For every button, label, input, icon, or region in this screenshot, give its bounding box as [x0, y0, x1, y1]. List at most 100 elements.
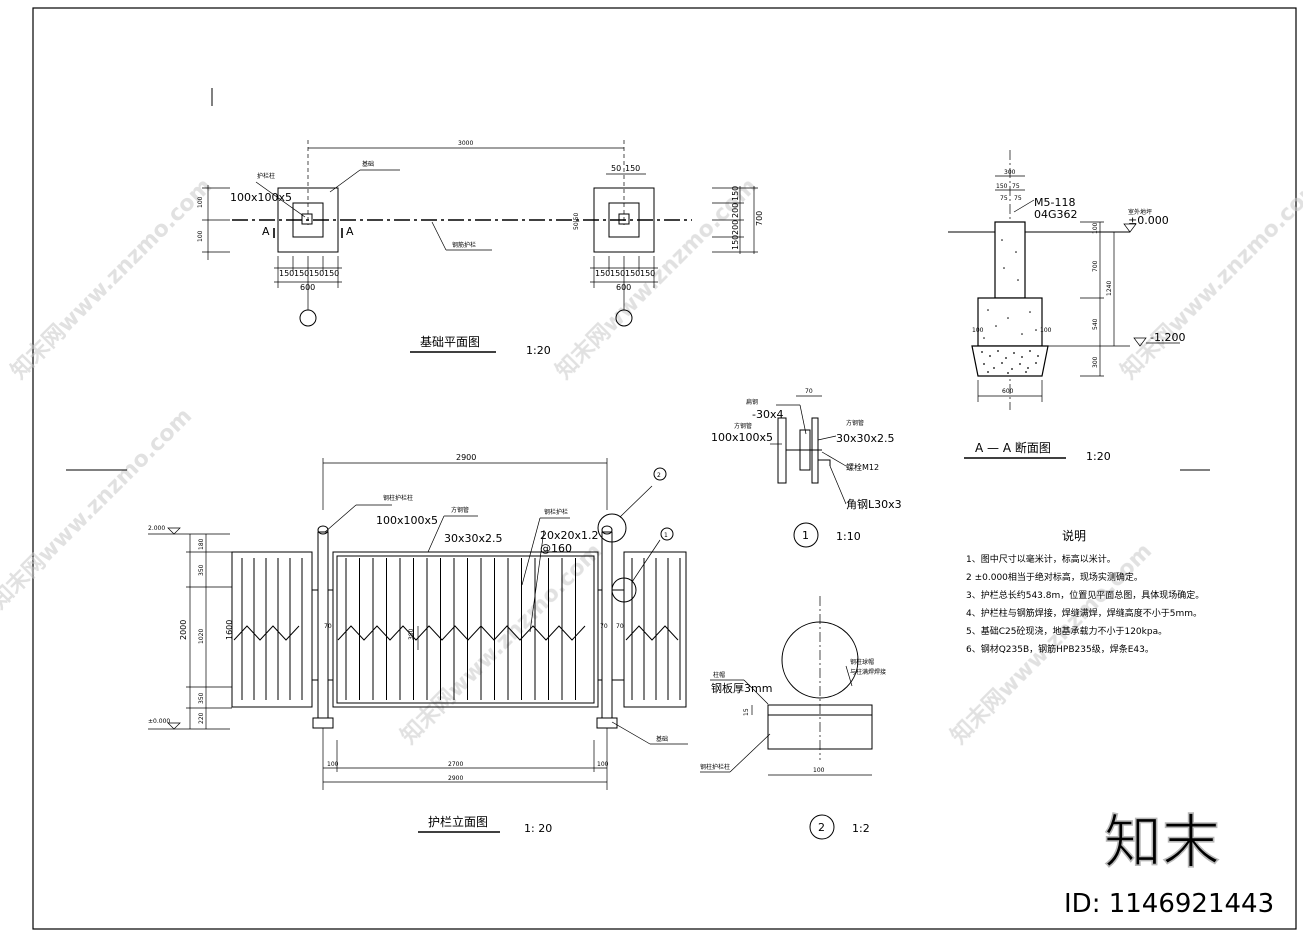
elev-left-dim: 180 [198, 538, 205, 550]
plan-dim-5050: 50|50 [573, 213, 580, 230]
notes-item: 2 ±0.000相当于绝对标高，现场实测确定。 [966, 571, 1143, 583]
d1-bolt-leader [821, 451, 847, 467]
elev-bar-leader2 [529, 529, 545, 633]
d2-post-leader [729, 733, 771, 773]
d1-angle [818, 459, 831, 466]
d1-rail-leader [817, 435, 837, 441]
elev-detail-1-bubble [660, 527, 674, 541]
elev-post-leader [324, 504, 357, 533]
plan-dim-150-top: 150 [625, 164, 640, 173]
d1-number-circle [793, 522, 819, 548]
elev-bar-spacing: @160 [540, 542, 572, 555]
d1-angle-leader [829, 465, 847, 505]
d2-cap-leader [743, 679, 769, 705]
plan-dim-150: 150 [625, 269, 640, 278]
elev-base-left [312, 717, 334, 729]
elev-mid-dim: 380 [408, 628, 415, 640]
elev-panel-right [623, 551, 687, 708]
elev-detail-1-num: 1 [664, 532, 668, 539]
d1-top-dim-label: 70 [805, 388, 813, 395]
plan-dim-50: 50 [611, 164, 621, 173]
elev-span-label: 2900 [456, 453, 476, 462]
elev-bottom-dim: 100 [597, 761, 609, 768]
plan-dim-150: 150 [309, 269, 324, 278]
elev-bars-main [345, 558, 576, 700]
section-elev-marker-top [1123, 223, 1137, 233]
elev-detail-2-leader [619, 485, 653, 518]
d1-flat-size: -30x4 [752, 408, 783, 421]
railing-elevation: 2900 2.000 ±0.000 180 350 1020 350 220 2… [66, 453, 1210, 835]
elev-bar-size: 20x20x1.2 [540, 529, 599, 542]
notes-item: 4、护栏柱与钢筋焊接，焊缝满焊，焊缝高度不小于5mm。 [966, 607, 1202, 619]
section-top-sub: 150 [996, 183, 1008, 190]
elev-panel-main-inner [336, 555, 595, 704]
plan-right-dim: 150 [731, 235, 740, 250]
elev-top-label: 2.000 [148, 525, 165, 532]
elev-rail-label: 方钢管 [451, 506, 469, 514]
section-elev-top: ±0.000 [1128, 214, 1169, 227]
section-top-sub: 75 [1014, 195, 1022, 202]
d2-post-label: 钢柱护栏柱 [700, 763, 730, 771]
plan-dim-150: 150 [610, 269, 625, 278]
elev-gap-dim: 70 [600, 623, 608, 630]
d2-ball [781, 621, 859, 699]
watermark-text: 知末网www.znzmo.com [1116, 173, 1303, 384]
d1-bolt-label: 螺栓M12 [846, 462, 879, 472]
d1-post-wall [777, 417, 787, 484]
elev-foundation-leader [611, 721, 651, 745]
elev-title: 护栏立面图 [428, 814, 488, 829]
elev-panel-left [231, 551, 313, 708]
d2-post [767, 714, 873, 750]
notes: 说明 1、图中尺寸以毫米计，标高以米计。 2 ±0.000相当于绝对标高，现场实… [966, 528, 1204, 655]
d2-number-circle [809, 814, 835, 840]
plan-left-dim: 100 [197, 230, 204, 242]
elev-total-dim: 2000 [179, 620, 188, 640]
watermark-text: 知末网www.znzmo.com [0, 403, 197, 614]
d2-ball-leader [845, 665, 853, 687]
section-right-dim: 300 [1092, 356, 1099, 368]
section-anchor-ref: 04G362 [1034, 208, 1078, 221]
d1-flat-leader [799, 404, 807, 435]
section-bottom-dim-label: 600 [1002, 388, 1014, 395]
elev-detail-1-leader [631, 539, 661, 583]
elev-scale: 1: 20 [524, 822, 552, 835]
plan-dim-150: 150 [324, 269, 339, 278]
elev-bars-right [631, 558, 681, 700]
elev-zigzag-main [337, 625, 586, 641]
elev-gap-dim: 70 [616, 623, 624, 630]
elev-bottom-total: 2900 [448, 775, 463, 782]
elev-zigzag-left [233, 625, 300, 641]
d2-side-dim: 15 [743, 708, 750, 716]
section-side-dim: 100 [972, 327, 984, 334]
plan-dim-150: 150 [294, 269, 309, 278]
d1-number: 1 [802, 529, 809, 542]
plan-post-label: 护栏柱 [257, 172, 275, 180]
brand-watermark-logo: 知末 [1104, 808, 1220, 876]
section-elev-bottom: -1.200 [1150, 331, 1185, 344]
elev-bottom-dim: 2700 [448, 761, 463, 768]
d2-bottom-dim-label: 100 [813, 767, 825, 774]
section-scale: 1:20 [1086, 450, 1111, 463]
watermark-text: 知末网www.znzmo.com [6, 173, 217, 384]
d2-cap-size: 钢板厚3mm [711, 681, 772, 695]
sheet-border [32, 7, 1297, 930]
section-top-sub: 75 [1012, 183, 1020, 190]
section-right-dim: 700 [1092, 260, 1099, 272]
elev-left-dim: 350 [198, 564, 205, 576]
elev-rail-leader [427, 515, 445, 553]
section-right-dim: 100 [1092, 222, 1099, 234]
d2-scale: 1:2 [852, 822, 870, 835]
notes-item: 5、基础C25砼现浇，地基承载力不小于120kpa。 [966, 625, 1167, 637]
d1-post-label: 方钢管 [734, 422, 752, 430]
elev-bottom-dim: 100 [327, 761, 339, 768]
plan-dim-600: 600 [300, 283, 315, 292]
watermark-text: 知末网www.znzmo.com [946, 538, 1157, 749]
elev-rail-size: 30x30x2.5 [444, 532, 503, 545]
section-gravel-bed [971, 345, 1049, 377]
plan-post-left [301, 213, 313, 225]
d1-flat-label: 扁钢 [746, 398, 758, 406]
plan-post-right [618, 213, 630, 225]
elev-total-dim: 1600 [225, 620, 234, 640]
plan-axis-bubble-right [615, 309, 633, 327]
